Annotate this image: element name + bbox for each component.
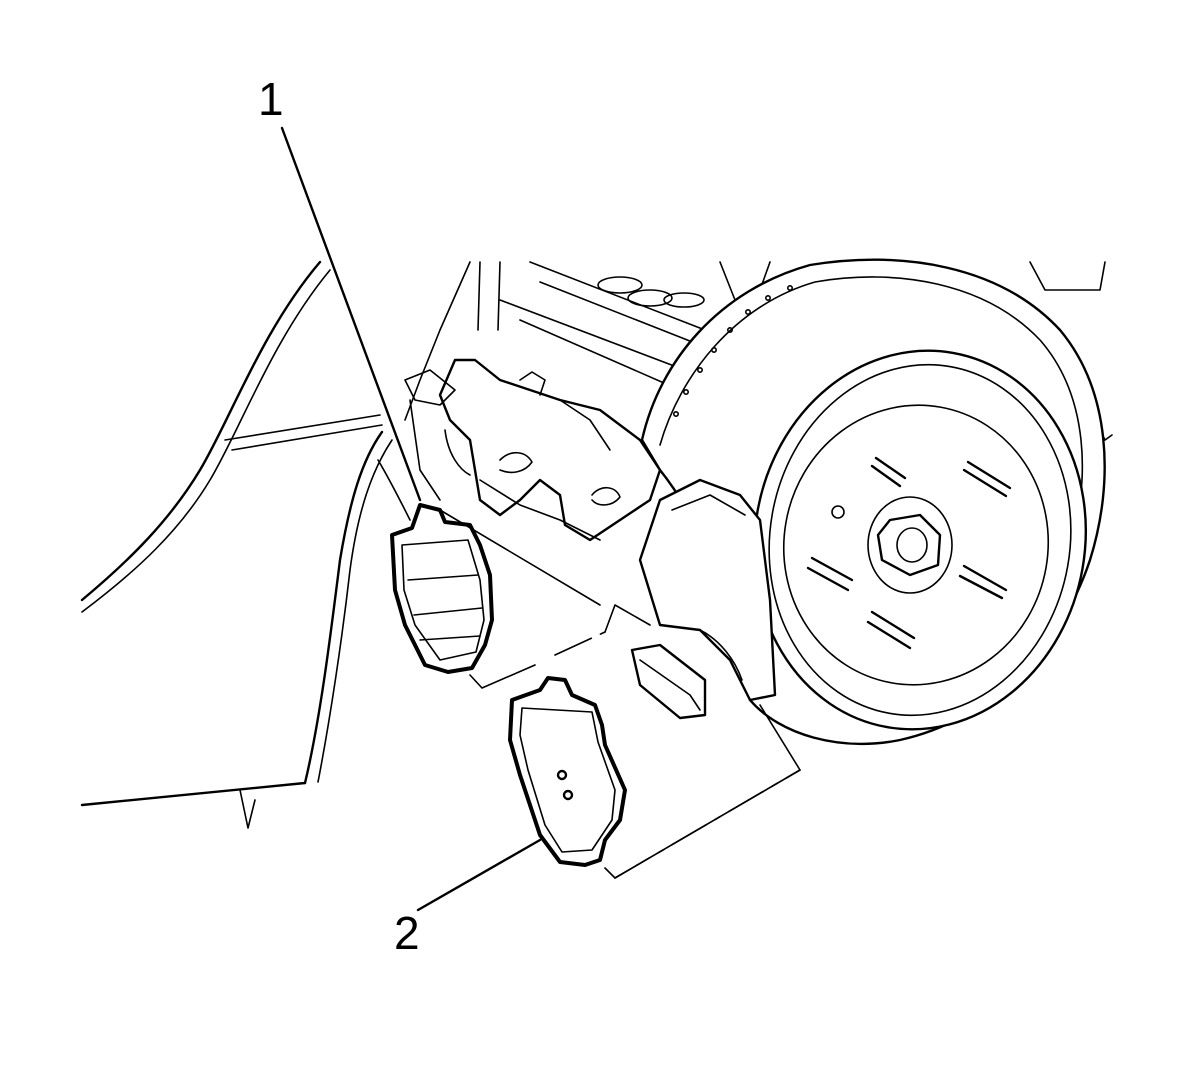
callout-2-label: 2 — [394, 907, 420, 959]
callout-1-leader — [280, 126, 422, 502]
wheel-studs — [806, 456, 1012, 650]
callout-2-leader — [416, 838, 542, 912]
callout-1-label: 1 — [258, 73, 284, 125]
inner-brake-pad — [390, 503, 494, 674]
body-panel — [80, 260, 411, 829]
suspension-assembly — [404, 261, 1113, 542]
rotor-vents — [672, 284, 793, 417]
caliper-bracket — [630, 478, 777, 720]
pad-wear-indicator-hole — [562, 789, 574, 801]
pad-wear-indicator-hole — [556, 769, 568, 781]
outer-brake-pad — [508, 676, 627, 867]
installation-guide-lines — [439, 509, 801, 879]
